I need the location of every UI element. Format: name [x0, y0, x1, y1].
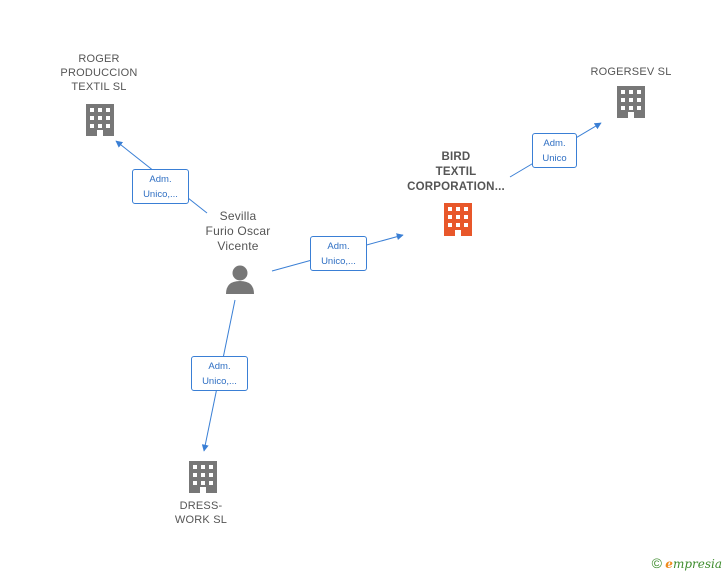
node-label-dress-work[interactable]: DRESS- WORK SL	[174, 500, 228, 526]
edge-label-bird-textil-rogersev[interactable]: Adm. Unico	[532, 133, 577, 168]
building-icon[interactable]	[189, 461, 217, 493]
person-icon[interactable]	[226, 265, 254, 295]
copyright-symbol: ©	[651, 555, 662, 571]
building-icon[interactable]	[444, 203, 472, 236]
node-label-rogersev[interactable]: ROGERSEV SL	[590, 66, 672, 78]
node-label-person[interactable]: Sevilla Furio Oscar Vicente	[205, 209, 271, 253]
brand-name: mpresia	[672, 557, 722, 571]
edge-label-person-roger-produccion[interactable]: Adm. Unico,...	[132, 169, 189, 204]
brand-initial: e	[665, 557, 673, 571]
brand-watermark: © empresia	[652, 555, 722, 571]
building-icon[interactable]	[86, 104, 114, 136]
building-icon[interactable]	[617, 86, 645, 118]
edge-label-person-bird-textil[interactable]: Adm. Unico,...	[310, 236, 367, 271]
edge-label-person-dress-work[interactable]: Adm. Unico,...	[191, 356, 248, 391]
node-label-bird-textil[interactable]: BIRD TEXTIL CORPORATION...	[407, 151, 505, 193]
node-label-roger-produccion[interactable]: ROGER PRODUCCION TEXTIL SL	[60, 53, 138, 93]
